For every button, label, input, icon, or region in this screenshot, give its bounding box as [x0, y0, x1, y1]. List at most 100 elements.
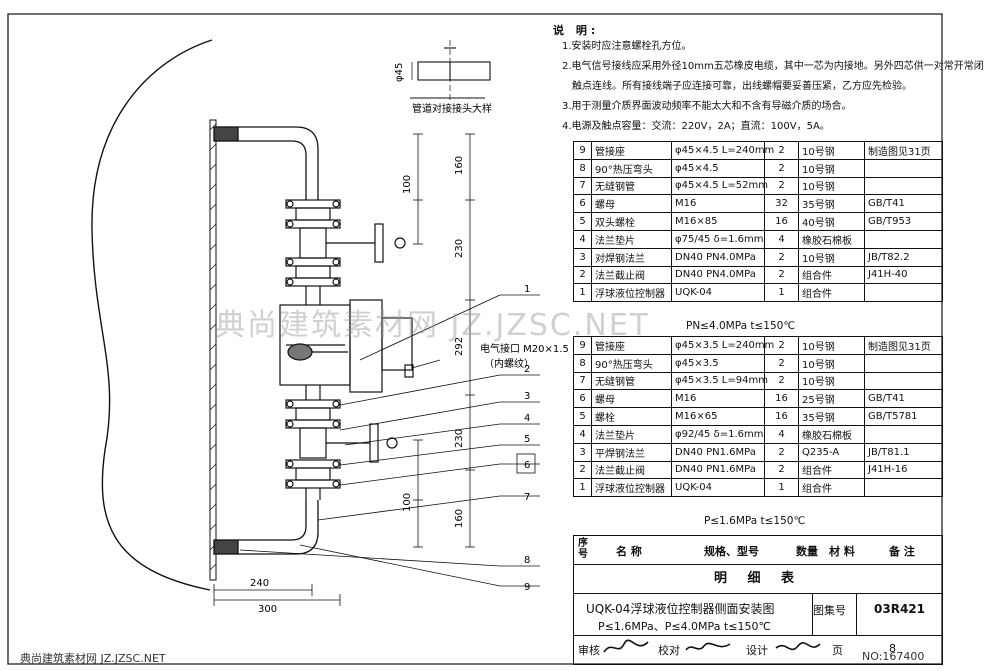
table-cell	[864, 158, 943, 178]
table-cell: 2	[764, 371, 799, 391]
table-cell: 制造图见31页	[864, 336, 943, 355]
table-cell: 2	[764, 442, 799, 462]
table-cell: 4	[573, 424, 592, 444]
dims-bottom	[213, 584, 341, 606]
table-cell: φ92/45 δ=1.6mm	[671, 424, 765, 444]
note-item: 3.用于测量介质界面波动频率不能太大和不含有导磁介质的场合。	[562, 101, 852, 112]
table-cell: 螺栓	[591, 407, 672, 426]
table-cell: 10号钢	[798, 371, 865, 391]
table-cell: 10号钢	[798, 247, 865, 267]
callout-number: 1	[524, 284, 530, 295]
watermark-bottom-left: 典尚建筑素材网 JZ.JZSC.NET	[20, 652, 166, 665]
table-cell: 32	[764, 194, 799, 214]
drawing-subtitle: P≤1.6MPa、P≤4.0MPa t≤150℃	[598, 620, 771, 633]
callout-number: 4	[524, 413, 530, 424]
table-cell: 组合件	[798, 460, 865, 480]
dim-text: 160	[454, 509, 465, 528]
table-cell: φ45×3.5 L=240mm	[671, 336, 774, 355]
callout-number: 6	[524, 460, 530, 471]
table-cell: 40号钢	[798, 212, 865, 231]
table-cell: 8	[573, 353, 592, 373]
table-cell: 2	[764, 247, 799, 267]
table-cell	[864, 229, 943, 249]
table-cell: 2	[573, 265, 592, 285]
table-cell: 2	[764, 265, 799, 285]
dim-text: 230	[454, 239, 465, 258]
title-block: UQK-04浮球液位控制器侧面安装图 P≤1.6MPa、P≤4.0MPa t≤1…	[573, 594, 943, 665]
lower-valve	[285, 385, 398, 500]
drawing-title: UQK-04浮球液位控制器侧面安装图	[586, 602, 775, 616]
table-cell: 10号钢	[798, 176, 865, 196]
table-cell: 4	[764, 229, 799, 249]
table-cell	[864, 176, 943, 196]
table-cell: 3	[573, 442, 592, 462]
table-cell: M16×85	[671, 212, 765, 231]
table-cell: M16	[671, 194, 765, 214]
table-cell: 浮球液位控制器	[591, 478, 672, 498]
callout-number: 5	[524, 434, 530, 445]
table-cell: DN40 PN4.0MPa	[671, 265, 765, 285]
upper-valve	[285, 199, 406, 305]
table-cell: 橡胶石棉板	[798, 424, 865, 444]
table-cell: Q235-A	[798, 442, 865, 462]
table-cell: 10号钢	[798, 158, 865, 178]
table-cell: M16	[671, 389, 765, 409]
table-cell: 7	[573, 176, 592, 196]
joint-detail	[410, 40, 491, 100]
table-cell: JB/T82.2	[864, 247, 943, 267]
table-cell: GB/T41	[864, 389, 943, 409]
float-controller	[279, 299, 414, 393]
table-cell: 6	[573, 389, 592, 409]
vessel-outline	[91, 39, 213, 591]
table-cell: UQK-04	[671, 283, 765, 303]
callout-number: 2	[524, 364, 530, 375]
upper-piping	[213, 126, 319, 200]
table-cell: 35号钢	[798, 407, 865, 426]
table-cell: 法兰截止阀	[591, 460, 672, 480]
table-cell: 1	[573, 478, 592, 498]
callout-number: 9	[524, 582, 530, 593]
atlas-label: 图集号	[813, 604, 846, 617]
dim-text: 292	[454, 337, 465, 356]
table-cell: 法兰垫片	[591, 424, 672, 444]
note-item: 1.安装时应注意螺栓孔方位。	[562, 41, 692, 52]
table-cell: JB/T81.1	[864, 442, 943, 462]
table-cell	[864, 424, 943, 444]
table-cell: 法兰截止阀	[591, 265, 672, 285]
detail-caption: 管道对接接头大样	[412, 102, 492, 115]
callout-box	[516, 453, 536, 474]
dim-text: 230	[454, 429, 465, 448]
table-cell: 浮球液位控制器	[591, 283, 672, 303]
table-cell: 25号钢	[798, 389, 865, 409]
dim-text: 100	[402, 493, 413, 512]
table-cell: 橡胶石棉板	[798, 229, 865, 249]
dims-right	[465, 133, 475, 548]
atlas-number: 03R421	[874, 602, 925, 616]
note-item: 2.电气信号接线应采用外径10mm五芯橡皮电缆，其中一芯为内接地。另外四芯供一对…	[562, 61, 984, 72]
table-cell: 7	[573, 371, 592, 391]
table-cell: 双头螺栓	[591, 212, 672, 231]
table-low-footer: P≤1.6MPa t≤150℃	[704, 515, 806, 527]
table-cell: 1	[764, 478, 799, 498]
callout-number: 7	[524, 492, 530, 503]
table-cell	[864, 478, 943, 498]
table-cell: 4	[764, 424, 799, 444]
table-cell: 6	[573, 194, 592, 214]
table-cell: φ75/45 δ=1.6mm	[671, 229, 765, 249]
table-cell: GB/T953	[864, 212, 943, 231]
table-cell: 3	[573, 247, 592, 267]
header-material: 材 料	[829, 545, 855, 558]
table-cell: φ45×4.5 L=52mm	[671, 176, 768, 196]
table-cell: 2	[764, 353, 799, 373]
